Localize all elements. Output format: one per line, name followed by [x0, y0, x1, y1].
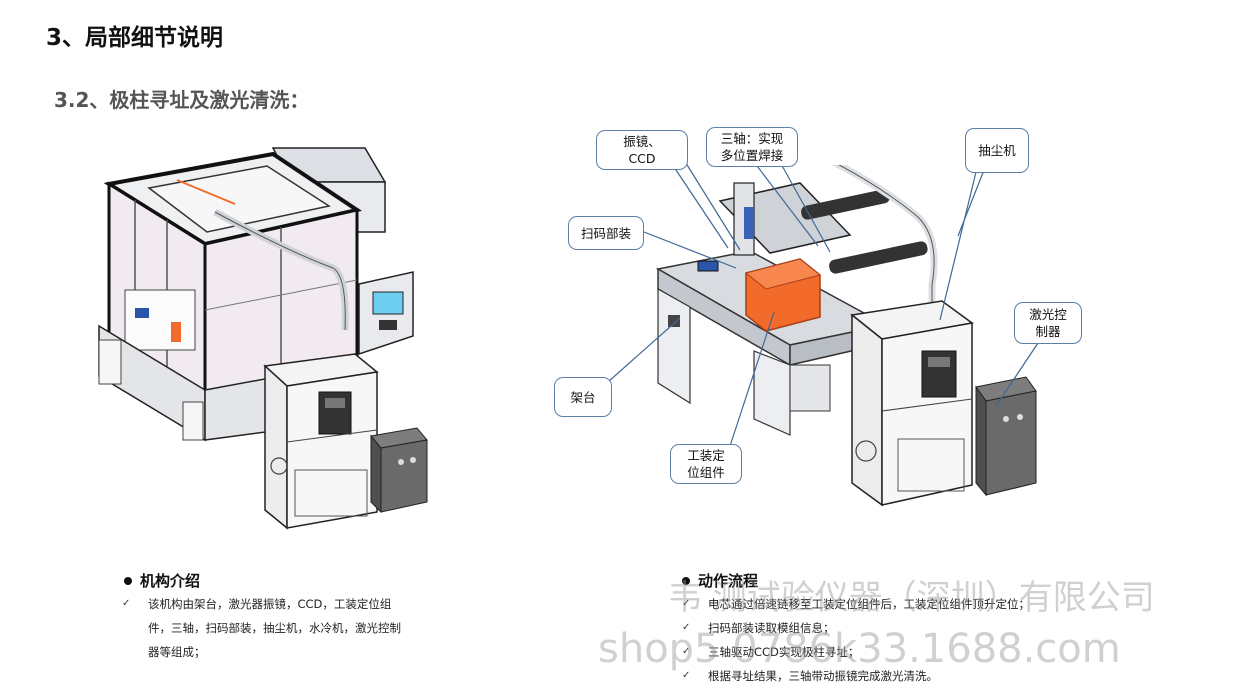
check-icon: ✓: [122, 598, 131, 609]
process-heading: 动作流程: [682, 570, 758, 591]
list-item: ✓该机构由架台，激光器振镜，CCD，工装定位组: [122, 592, 452, 616]
list-item: ✓根据寻址结果，三轴带动振镜完成激光清洗。: [682, 664, 1162, 688]
callout-galvo-ccd: 振镜、CCD: [596, 130, 688, 170]
callout-dust-collector: 抽尘机: [965, 128, 1029, 173]
callout-laser-controller: 激光控制器: [1014, 302, 1082, 344]
list-item: ✓电芯通过倍速链移至工装定位组件后，工装定位组件顶升定位；: [682, 592, 1162, 616]
mechanism-heading: 机构介绍: [124, 570, 200, 591]
list-item: 件，三轴，扫码部装，抽尘机，水冷机，激光控制: [148, 621, 401, 635]
section-title: 3.2、极柱寻址及激光清洗：: [54, 88, 310, 112]
check-icon: ✓: [682, 670, 691, 681]
bullet-icon: [682, 576, 690, 585]
open-machine-drawing: [655, 165, 1037, 507]
callout-scan-code: 扫码部装: [568, 216, 644, 250]
check-icon: ✓: [682, 646, 691, 657]
callout-frame: 架台: [554, 377, 612, 417]
callout-three-axis: 三轴：实现多位置焊接: [706, 127, 798, 167]
enclosed-machine-drawing: [98, 147, 428, 530]
check-icon: ✓: [682, 598, 691, 609]
page-title: 3、局部细节说明: [46, 25, 224, 51]
list-item: ✓三轴驱动CCD实现极柱寻址；: [682, 640, 1162, 664]
check-icon: ✓: [682, 622, 691, 633]
mechanism-list: ✓该机构由架台，激光器振镜，CCD，工装定位组 件，三轴，扫码部装，抽尘机，水冷…: [122, 592, 452, 664]
bullet-icon: [124, 576, 132, 585]
list-item: ✓扫码部装读取模组信息；: [682, 616, 1162, 640]
process-list: ✓电芯通过倍速链移至工装定位组件后，工装定位组件顶升定位； ✓扫码部装读取模组信…: [682, 592, 1162, 688]
callout-fixture: 工装定位组件: [670, 444, 742, 484]
list-item: 器等组成；: [148, 645, 206, 659]
